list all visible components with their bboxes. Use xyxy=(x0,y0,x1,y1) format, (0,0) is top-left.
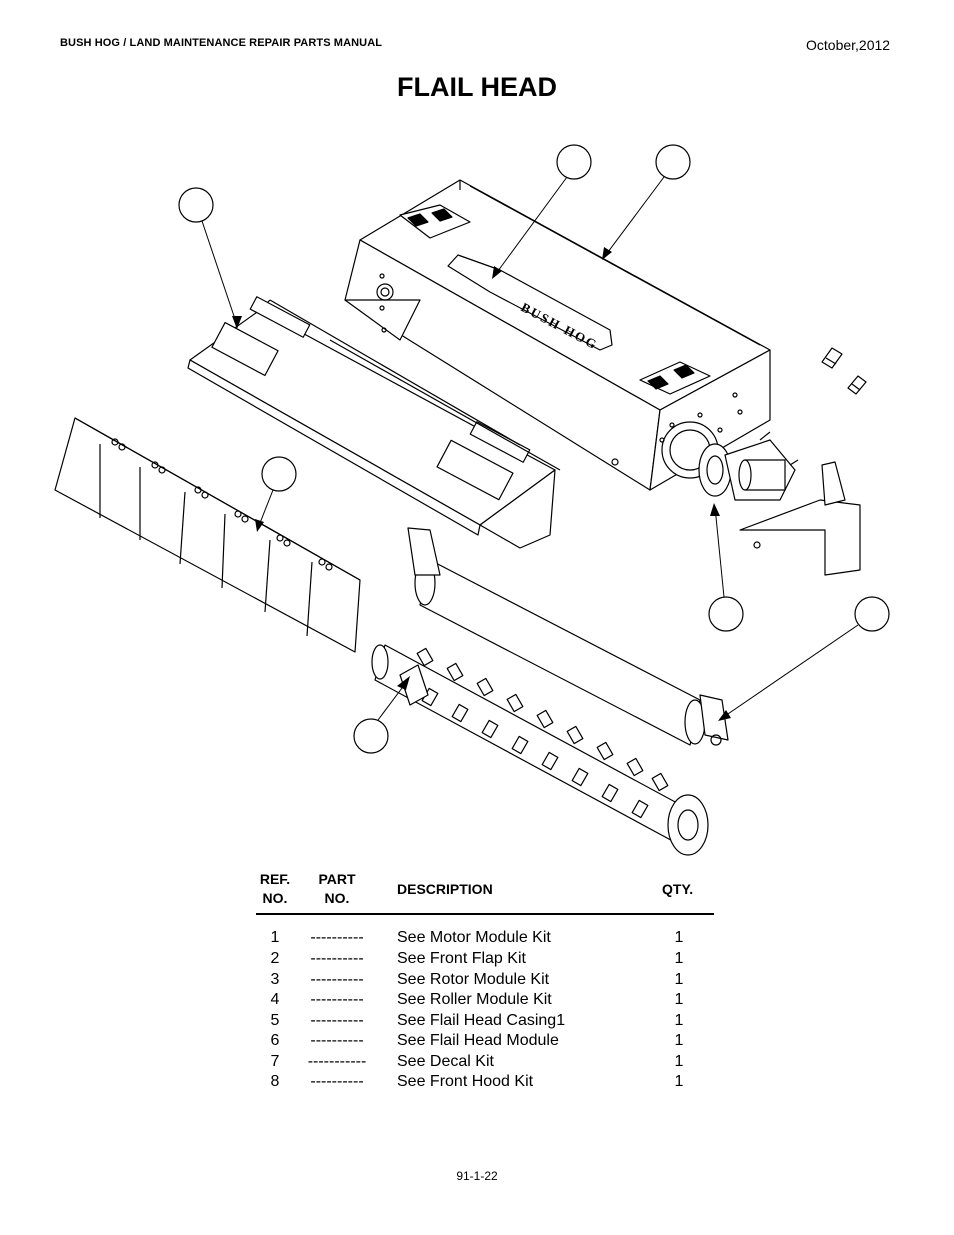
table-row: 2 ---------- See Front Flap Kit 1 xyxy=(256,950,716,970)
part-no: ---------- xyxy=(310,929,364,946)
part-no: ---------- xyxy=(310,1032,364,1049)
ref-no: 7 xyxy=(270,1053,280,1070)
callout-circle xyxy=(708,596,744,632)
callout-circle xyxy=(854,596,890,632)
part-no: ----------- xyxy=(307,1053,367,1070)
header-part-no: PART NO. xyxy=(318,871,356,906)
header-description: DESCRIPTION xyxy=(397,881,493,897)
ref-no: 3 xyxy=(270,971,280,988)
description: See Front Flap Kit xyxy=(397,950,526,967)
description: See Flail Head Module xyxy=(397,1032,559,1049)
table-row: 8 ---------- See Front Hood Kit 1 xyxy=(256,1073,716,1093)
part-no: ---------- xyxy=(310,971,364,988)
flail-head-casing xyxy=(344,179,771,491)
part-no: ---------- xyxy=(310,1073,364,1090)
front-hood xyxy=(187,296,561,549)
ref-no: 4 xyxy=(270,991,280,1008)
qty: 1 xyxy=(674,971,684,988)
callout-circle xyxy=(556,144,592,180)
part-no: ---------- xyxy=(310,1012,364,1029)
manual-title: BUSH HOG / LAND MAINTENANCE REPAIR PARTS… xyxy=(60,37,383,49)
part-no: ---------- xyxy=(310,991,364,1008)
table-row: 1 ---------- See Motor Module Kit 1 xyxy=(256,929,716,949)
callout-circle xyxy=(261,456,297,492)
ref-no: 1 xyxy=(270,929,280,946)
callout-circle xyxy=(178,187,214,223)
header-qty: QTY. xyxy=(662,881,694,897)
description: See Motor Module Kit xyxy=(397,929,551,946)
ref-no: 2 xyxy=(270,950,280,967)
qty: 1 xyxy=(674,1073,684,1090)
callout-balloons xyxy=(178,144,890,754)
manual-date: October,2012 xyxy=(806,37,891,53)
exploded-assembly-diagram: BUSH HOG xyxy=(54,144,890,856)
ref-no: 8 xyxy=(270,1073,280,1090)
motor-shield xyxy=(611,458,861,576)
page-number: 91-1-22 xyxy=(456,1169,498,1183)
table-row: 6 ---------- See Flail Head Module 1 xyxy=(256,1032,716,1052)
rotor xyxy=(371,644,709,856)
part-no: ---------- xyxy=(310,950,364,967)
header-ref-no: REF. NO. xyxy=(259,871,291,906)
qty: 1 xyxy=(674,1012,684,1029)
ref-no: 5 xyxy=(270,1012,280,1029)
roller xyxy=(407,527,729,746)
leader-arrowheads xyxy=(232,247,731,721)
qty: 1 xyxy=(674,991,684,1008)
description: See Roller Module Kit xyxy=(397,991,552,1008)
callout-circle xyxy=(353,718,389,754)
description: See Rotor Module Kit xyxy=(397,971,550,988)
qty: 1 xyxy=(674,1053,684,1070)
description: See Flail Head Casing1 xyxy=(397,1012,566,1029)
table-row: 4 ---------- See Roller Module Kit 1 xyxy=(256,991,716,1011)
table-row: 3 ---------- See Rotor Module Kit 1 xyxy=(256,971,716,991)
qty: 1 xyxy=(674,950,684,967)
table-row: 7 ----------- See Decal Kit 1 xyxy=(256,1053,716,1073)
flail-knives xyxy=(416,647,669,819)
description: See Decal Kit xyxy=(397,1053,494,1070)
ref-no: 6 xyxy=(270,1032,280,1049)
hydraulic-fittings xyxy=(821,347,867,395)
front-flap xyxy=(54,417,361,653)
header-rule xyxy=(256,913,714,915)
qty: 1 xyxy=(674,929,684,946)
table-row: 5 ---------- See Flail Head Casing1 1 xyxy=(256,1012,716,1032)
description: See Front Hood Kit xyxy=(397,1073,534,1090)
callout-circle xyxy=(655,144,691,180)
motor-assembly xyxy=(698,431,799,501)
page-title: FLAIL HEAD xyxy=(397,72,557,102)
qty: 1 xyxy=(674,1032,684,1049)
